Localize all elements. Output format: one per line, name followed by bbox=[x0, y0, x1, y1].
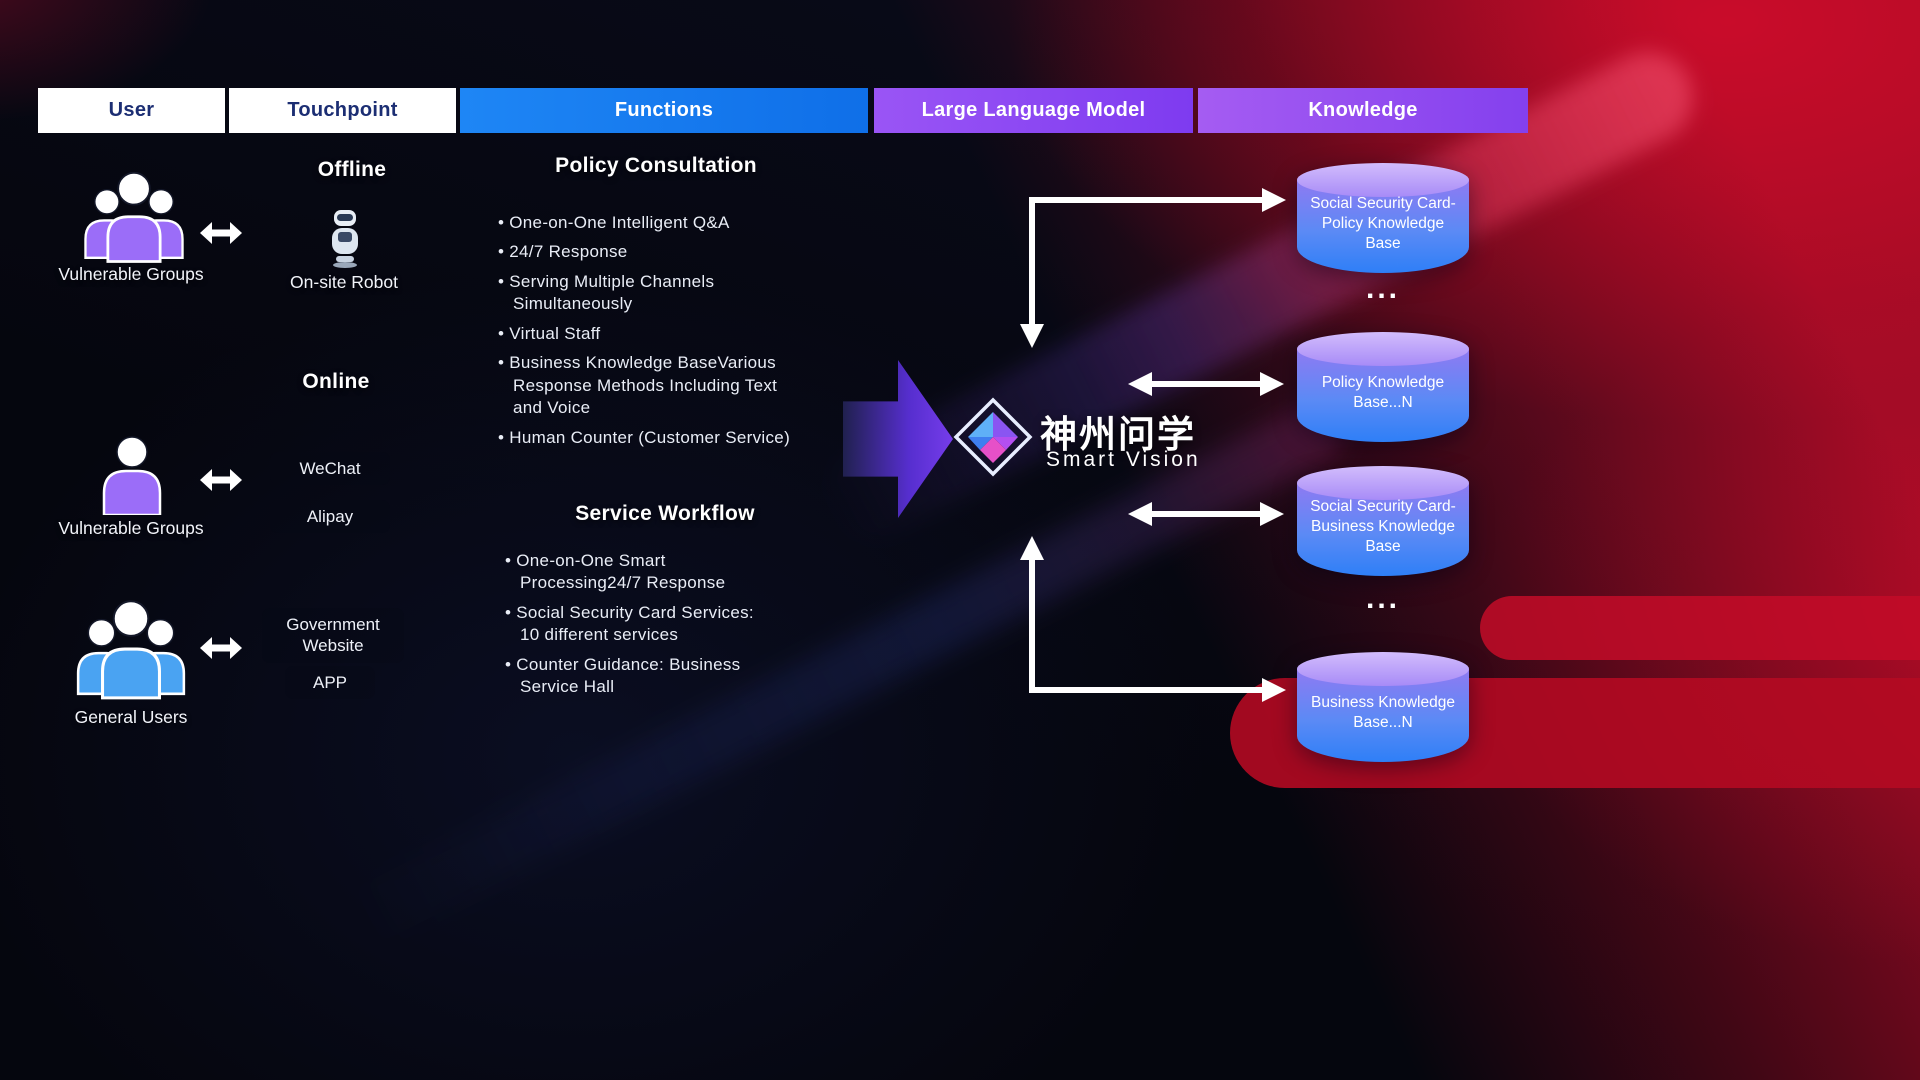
list-item: 24/7 Response bbox=[498, 241, 810, 263]
list-item: Human Counter (Customer Service) bbox=[498, 427, 810, 449]
list-item: Counter Guidance: Business Service Hall bbox=[505, 654, 763, 699]
database-top bbox=[1297, 466, 1469, 500]
user-label-general-users: General Users bbox=[74, 707, 188, 727]
double-arrow-icon bbox=[200, 469, 242, 491]
list-item: Social Security Card Services: 10 differ… bbox=[505, 602, 763, 647]
database-cylinder-icon: Policy Knowledge Base...N bbox=[1297, 332, 1469, 442]
ellipsis-indicator: ... bbox=[1365, 272, 1400, 305]
database-cylinder-icon: Social Security Card-Business Knowledge … bbox=[1297, 466, 1469, 576]
touchpoint-onsite-robot-label: On-site Robot bbox=[290, 272, 398, 292]
column-header-llm: Large Language Model bbox=[874, 88, 1193, 133]
ellipsis-indicator: ... bbox=[1365, 582, 1400, 615]
list-item: Business Knowledge BaseVarious Response … bbox=[498, 352, 810, 419]
background-red-bar-1 bbox=[1480, 596, 1920, 660]
column-header-touchpoint: Touchpoint bbox=[229, 88, 456, 133]
column-header-knowledge: Knowledge bbox=[1198, 88, 1528, 133]
list-item: One-on-One Smart Processing24/7 Response bbox=[505, 550, 763, 595]
diamond-logo-icon bbox=[953, 397, 1033, 477]
robot-icon bbox=[332, 210, 358, 268]
touchpoint-online-title: Online bbox=[302, 370, 370, 393]
database-top bbox=[1297, 332, 1469, 366]
user-label-vulnerable-groups-2: Vulnerable Groups bbox=[58, 518, 204, 538]
database-cylinder-icon: Social Security Card-Policy Knowledge Ba… bbox=[1297, 163, 1469, 273]
group-icon bbox=[76, 600, 186, 700]
double-arrow-icon bbox=[200, 637, 242, 659]
database-cylinder-icon: Business Knowledge Base...N bbox=[1297, 652, 1469, 762]
touchpoint-government-website: Government Website bbox=[262, 608, 404, 663]
list-item: One-on-One Intelligent Q&A bbox=[498, 212, 810, 234]
touchpoint-wechat: WeChat bbox=[270, 452, 390, 486]
touchpoint-offline-title: Offline bbox=[317, 158, 387, 181]
brand-name-cn: 神州问学 bbox=[1040, 414, 1196, 455]
person-icon bbox=[102, 436, 162, 515]
database-top bbox=[1297, 163, 1469, 197]
functions-workflow-title: Service Workflow bbox=[575, 502, 755, 525]
knowledge-db-label: Social Security Card-Business Knowledge … bbox=[1310, 498, 1456, 555]
database-top bbox=[1297, 652, 1469, 686]
list-item: Virtual Staff bbox=[498, 323, 810, 345]
knowledge-db-label: Business Knowledge Base...N bbox=[1311, 694, 1455, 731]
list-item: Serving Multiple Channels Simultaneously bbox=[498, 271, 810, 316]
column-header-user: User bbox=[38, 88, 225, 133]
functions-policy-title: Policy Consultation bbox=[555, 154, 757, 177]
functions-policy-list: One-on-One Intelligent Q&A 24/7 Response… bbox=[498, 212, 810, 456]
column-header-functions: Functions bbox=[460, 88, 868, 133]
touchpoint-app: APP bbox=[285, 666, 375, 700]
knowledge-db-label: Policy Knowledge Base...N bbox=[1321, 374, 1445, 411]
knowledge-db-label: Social Security Card-Policy Knowledge Ba… bbox=[1310, 195, 1456, 252]
touchpoint-alipay: Alipay bbox=[270, 500, 390, 534]
brand-name-en: Smart Vision bbox=[1046, 448, 1201, 471]
user-label-vulnerable-groups-1: Vulnerable Groups bbox=[58, 264, 204, 284]
double-arrow-icon bbox=[200, 222, 242, 244]
functions-workflow-list: One-on-One Smart Processing24/7 Response… bbox=[505, 550, 763, 706]
group-icon bbox=[84, 171, 184, 263]
